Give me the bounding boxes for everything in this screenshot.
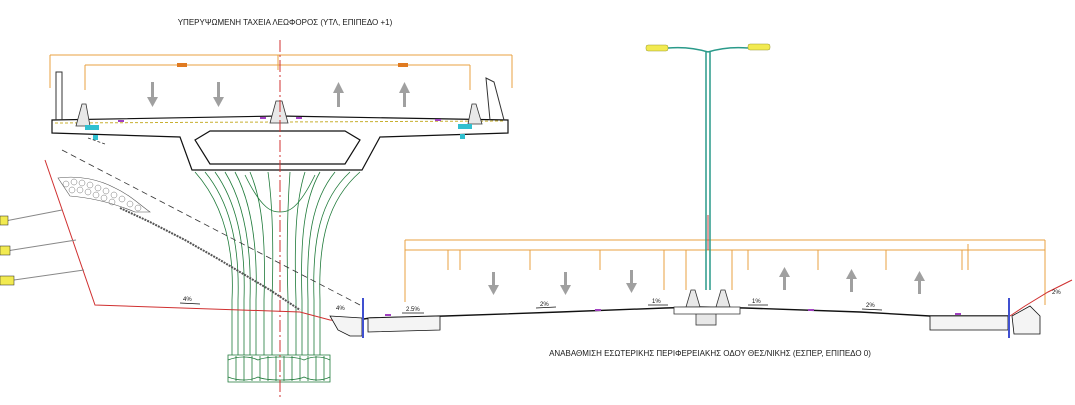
- lower-road-title: ΑΝΑΒΑΘΜΙΣΗ ΕΣΩΤΕΡΙΚΗΣ ΠΕΡΙΦΕΡΕΙΑΚΗΣ ΟΔΟΥ…: [549, 349, 871, 358]
- ground-anchors: [0, 209, 85, 283]
- upper-dimension-lines: [49, 54, 513, 90]
- right-shoulder-slope-label: 2%: [1052, 290, 1061, 296]
- arrow-up-icon: [779, 267, 790, 290]
- right-curb-zone: [929, 305, 1041, 335]
- slope-protection: [119, 207, 301, 311]
- embankment-slope-label: 4%: [183, 297, 192, 303]
- left-curb-zone: [329, 315, 441, 337]
- left-ramp-slope-label: 4%: [336, 306, 345, 312]
- arrow-down-icon: [147, 82, 158, 107]
- deck-lane-marks: [118, 117, 441, 122]
- right-carriageway-slope-label: 2%: [866, 303, 875, 309]
- deck-barriers: [75, 100, 483, 127]
- lower-traffic-arrows: [488, 267, 925, 295]
- median-right-slope-label: 1%: [752, 299, 761, 305]
- arrow-up-icon: [846, 269, 857, 292]
- arrow-down-icon: [560, 272, 571, 295]
- arrow-down-icon: [488, 272, 499, 295]
- arrow-up-icon: [914, 271, 925, 294]
- arrow-down-icon: [213, 82, 224, 107]
- upper-traffic-arrows: [147, 82, 410, 107]
- upper-deck-title: ΥΠΕΡΥΨΩΜΕΝΗ ΤΑΧΕΙΑ ΛΕΩΦΟΡΟΣ (ΥΤΛ, ΕΠΙΠΕΔ…: [178, 18, 393, 27]
- arrow-down-icon: [626, 270, 637, 293]
- dimension-marker-left: [177, 63, 187, 67]
- left-shoulder-slope-label: 2.5%: [406, 307, 420, 313]
- anchor-heads: [0, 215, 15, 286]
- median-barrier: [673, 289, 741, 326]
- rock-fill: [57, 176, 151, 213]
- lighting-pole: [667, 46, 749, 290]
- arrow-up-icon: [333, 82, 344, 107]
- deck-parapets: [55, 71, 505, 121]
- bridge-pier: [194, 171, 361, 355]
- lamp-icon: [645, 43, 771, 52]
- slope-arrows: [402, 304, 883, 314]
- dimension-marker-right: [398, 63, 408, 67]
- slope-reference-line: [61, 149, 361, 306]
- pile-cap: [227, 354, 331, 383]
- left-carriageway-slope-label: 2%: [540, 302, 549, 308]
- arrow-up-icon: [399, 82, 410, 107]
- deck-drains: [85, 124, 472, 140]
- road-lane-marks: [385, 309, 961, 316]
- median-left-slope-label: 1%: [652, 299, 661, 305]
- road-edge-markers: [362, 298, 1010, 338]
